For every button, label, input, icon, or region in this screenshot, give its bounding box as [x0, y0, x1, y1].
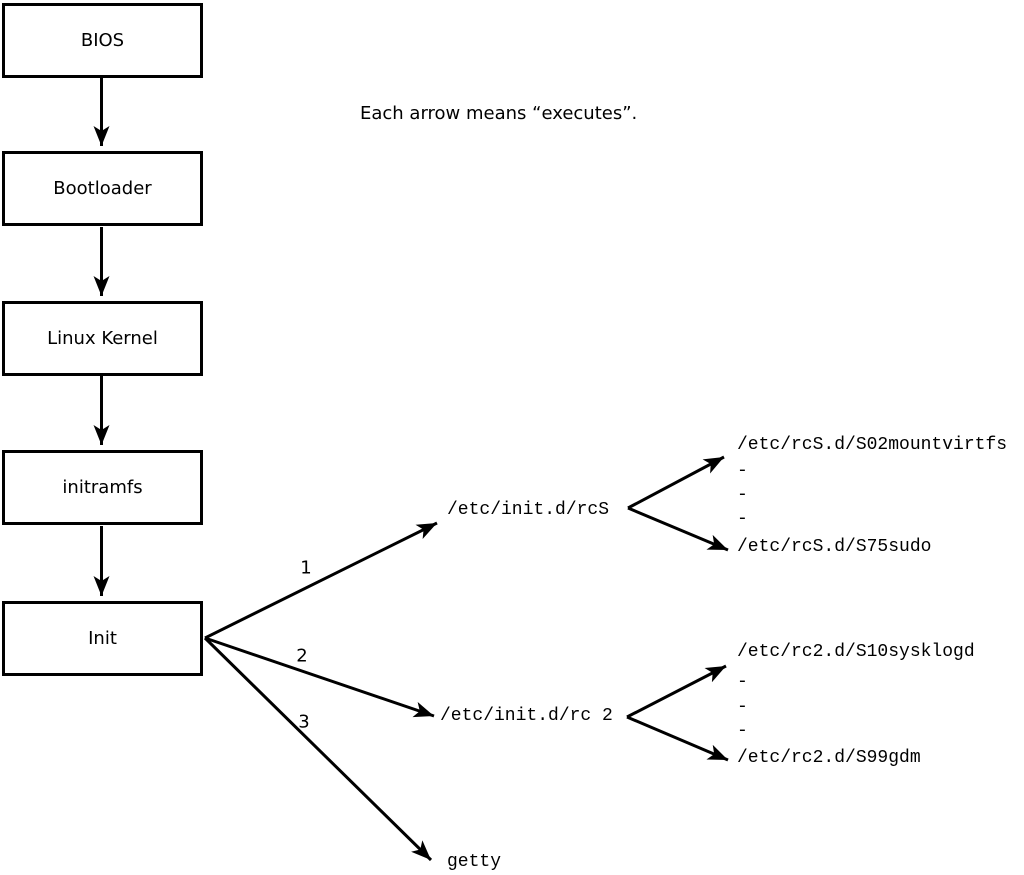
node-getty: getty: [447, 852, 502, 872]
ellipsis-dash: -: [737, 485, 748, 505]
node-rc2-child-S99gdm: /etc/rc2.d/S99gdm: [737, 748, 921, 768]
box-init-label: Init: [88, 628, 117, 649]
box-bios-label: BIOS: [80, 30, 125, 51]
box-bios: BIOS: [2, 3, 203, 78]
arrow-init-to-getty: [203, 636, 433, 862]
arrow-number-3: 3: [298, 711, 310, 733]
arrow-rc2-to-S99gdm: [626, 715, 729, 762]
arrow-rcS-to-S75sudo: [627, 506, 729, 552]
arrow-number-2: 2: [296, 645, 308, 667]
box-initramfs: initramfs: [2, 450, 203, 525]
box-bootloader: Bootloader: [2, 151, 203, 226]
arrow-rcS-to-S02mountvirtfs: [627, 455, 725, 510]
arrow-init-to-rcS: [204, 521, 438, 640]
node-etc-init-d-rcS: /etc/init.d/rcS: [447, 500, 610, 520]
ellipsis-dash: -: [737, 672, 748, 692]
node-rc2-child-S10sysklogd: /etc/rc2.d/S10sysklogd: [737, 642, 975, 662]
node-etc-init-d-rc2: /etc/init.d/rc 2: [440, 706, 613, 726]
legend-note: Each arrow means “executes”.: [360, 103, 638, 124]
box-initramfs-label: initramfs: [62, 477, 143, 498]
ellipsis-dash: -: [737, 697, 748, 717]
ellipsis-dash: -: [737, 461, 748, 481]
ellipsis-dash: -: [737, 721, 748, 741]
ellipsis-dash: -: [737, 509, 748, 529]
node-rcS-child-S75sudo: /etc/rcS.d/S75sudo: [737, 537, 932, 557]
box-init: Init: [2, 601, 203, 676]
box-linux-kernel: Linux Kernel: [2, 301, 203, 376]
arrow-rc2-to-S10sysklogd: [626, 664, 727, 719]
node-rcS-child-S02mountvirtfs: /etc/rcS.d/S02mountvirtfs: [737, 435, 1008, 455]
box-linux-kernel-label: Linux Kernel: [47, 328, 158, 349]
arrow-number-1: 1: [300, 557, 312, 579]
box-bootloader-label: Bootloader: [53, 178, 152, 199]
arrow-init-to-rc2: [204, 636, 435, 718]
